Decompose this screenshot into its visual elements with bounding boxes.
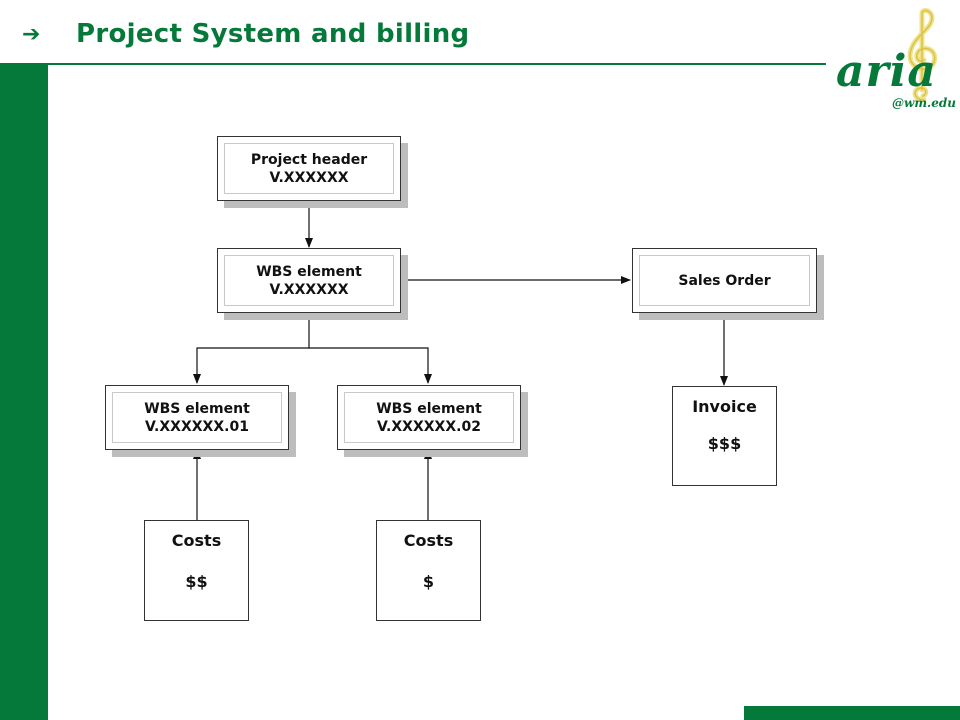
sales-order-box: Sales Order — [632, 248, 817, 313]
edge-wbs-split-left — [193, 313, 310, 384]
costs-right-amount: $ — [422, 572, 435, 591]
title-underline — [0, 63, 826, 65]
wbs-02-label: WBS element — [376, 400, 482, 417]
invoice-box: Invoice $$$ — [672, 386, 777, 486]
sales-order-label: Sales Order — [678, 272, 771, 289]
wbs-element-01-box: WBS element V.XXXXXX.01 — [105, 385, 289, 450]
project-header-id: V.XXXXXX — [269, 169, 349, 186]
slide-header: ➔ Project System and billing — [22, 14, 469, 54]
right-arrow-icon: ➔ — [22, 21, 41, 47]
logo-domain: @wm.edu — [892, 96, 956, 110]
wbs-element-top-box: WBS element V.XXXXXX — [217, 248, 401, 313]
wbs-element-02-box: WBS element V.XXXXXX.02 — [337, 385, 521, 450]
costs-left-box: Costs $$ — [144, 520, 249, 621]
project-header-label: Project header — [250, 151, 368, 168]
slide-title: Project System and billing — [76, 19, 470, 49]
wbs-01-label: WBS element — [144, 400, 250, 417]
bottom-green-bar — [744, 706, 960, 720]
edge-wbs-split-right — [309, 347, 432, 384]
wbs-01-id: V.XXXXXX.01 — [145, 418, 249, 435]
costs-left-label: Costs — [171, 531, 222, 550]
wbs-02-id: V.XXXXXX.02 — [377, 418, 481, 435]
left-green-sidebar — [0, 64, 48, 720]
logo-wordmark: aria — [836, 46, 937, 97]
invoice-amount: $$$ — [707, 434, 742, 453]
invoice-label: Invoice — [692, 397, 757, 416]
wbs-top-id: V.XXXXXX — [269, 281, 349, 298]
costs-left-amount: $$ — [185, 572, 208, 591]
wbs-top-label: WBS element — [256, 263, 362, 280]
project-header-box: Project header V.XXXXXX — [217, 136, 401, 201]
treble-clef-icon — [907, 8, 938, 103]
costs-right-label: Costs — [403, 531, 454, 550]
aria-logo: aria @wm.edu — [836, 6, 956, 122]
costs-right-box: Costs $ — [376, 520, 481, 621]
